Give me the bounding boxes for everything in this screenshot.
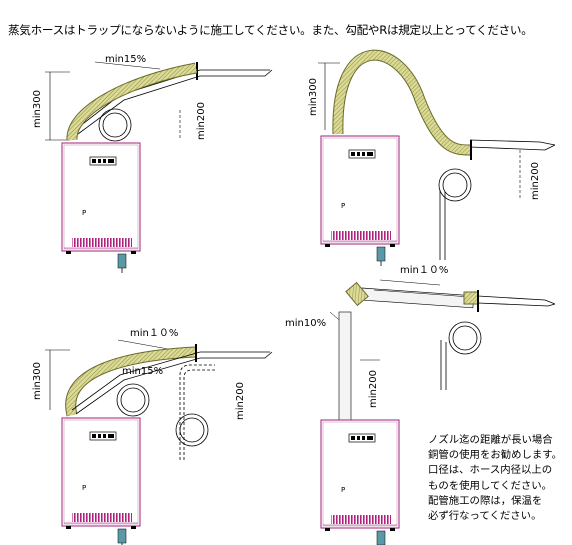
note-line: ノズル迄の距離が長い場合	[428, 434, 553, 446]
label-min300-p1: min300	[32, 90, 43, 128]
label-min300-p3: min300	[32, 362, 43, 400]
label-min300-p2: min300	[308, 78, 319, 116]
label-min10-p4-left: min10%	[285, 318, 326, 329]
notes-box: ノズル迄の距離が長い場合 銅管の使用をお勧めします。 口径は、ホース内径以上の …	[428, 433, 562, 524]
note-line: 口径は、ホース内径以上の	[428, 464, 553, 477]
page-title: 蒸気ホースはトラップにならないように施工してください。また、勾配やRは規定以上と…	[8, 23, 533, 37]
label-min200-p1: min200	[196, 102, 207, 140]
label-min15-p3: min15%	[122, 366, 163, 377]
note-line: 必ず行なってください。	[428, 510, 542, 523]
note-line: 配管施工の際は，保温を	[428, 494, 543, 507]
panel-bottom-left: min300 min１０% min15% min200	[32, 328, 273, 545]
label-min10-p4-top: min１０%	[400, 265, 448, 276]
note-line: ものを使用してください。	[428, 479, 553, 492]
label-min10-p3: min１０%	[130, 328, 178, 339]
label-min200-p2: min200	[530, 162, 541, 200]
label-min200-p4: min200	[368, 370, 379, 408]
panel-bottom-right: min１０% min10% min200	[285, 265, 556, 545]
panel-top-left: min15% min300 min200	[32, 54, 273, 274]
note-line: 銅管の使用をお勧めします。	[428, 449, 563, 462]
label-min200-p3: min200	[235, 382, 246, 420]
label-min15-p1: min15%	[105, 54, 146, 65]
panel-top-right: min300 min200	[308, 49, 556, 267]
